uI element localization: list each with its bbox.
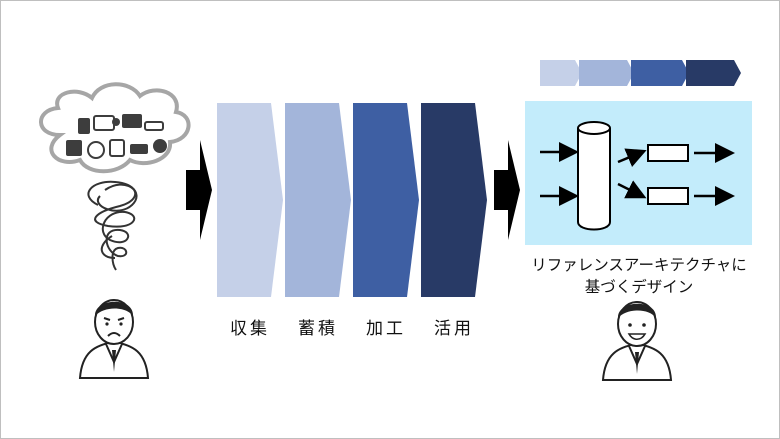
stage-chevron-accumulate xyxy=(285,103,351,297)
architecture-flow xyxy=(540,121,735,231)
mini-process-chevrons xyxy=(540,60,741,86)
big-right-arrow-icon xyxy=(494,140,520,240)
smiling-person-icon xyxy=(601,301,673,381)
caption-line-2: 基づくデザイン xyxy=(584,278,694,296)
thought-cloud-icon xyxy=(39,82,191,174)
mini-chevron-collect xyxy=(540,60,582,86)
big-right-arrow-icon xyxy=(186,140,212,240)
stage-label-collect: 収集 xyxy=(230,319,270,339)
mini-chevron-process xyxy=(631,60,689,86)
worried-person-icon xyxy=(78,299,150,379)
stage-chevron-utilize xyxy=(421,103,487,297)
stage-label-process: 加工 xyxy=(366,319,406,339)
tangled-scribble-icon xyxy=(87,180,138,271)
architecture-caption: リファレンスアーキテクチャに 基づくデザイン xyxy=(518,254,760,298)
stage-chevron-process xyxy=(353,103,419,297)
mini-chevron-accumulate xyxy=(579,60,634,86)
stage-chevron-collect xyxy=(217,103,283,297)
caption-line-1: リファレンスアーキテクチャに xyxy=(531,256,747,274)
mini-chevron-utilize xyxy=(686,60,741,86)
process-box xyxy=(647,187,689,205)
process-box xyxy=(647,144,689,162)
stage-label-utilize: 活用 xyxy=(434,319,474,339)
architecture-panel xyxy=(525,101,752,245)
database-cylinder-icon xyxy=(577,121,611,231)
process-chevrons xyxy=(217,103,487,297)
stage-label-accumulate: 蓄積 xyxy=(298,319,338,339)
